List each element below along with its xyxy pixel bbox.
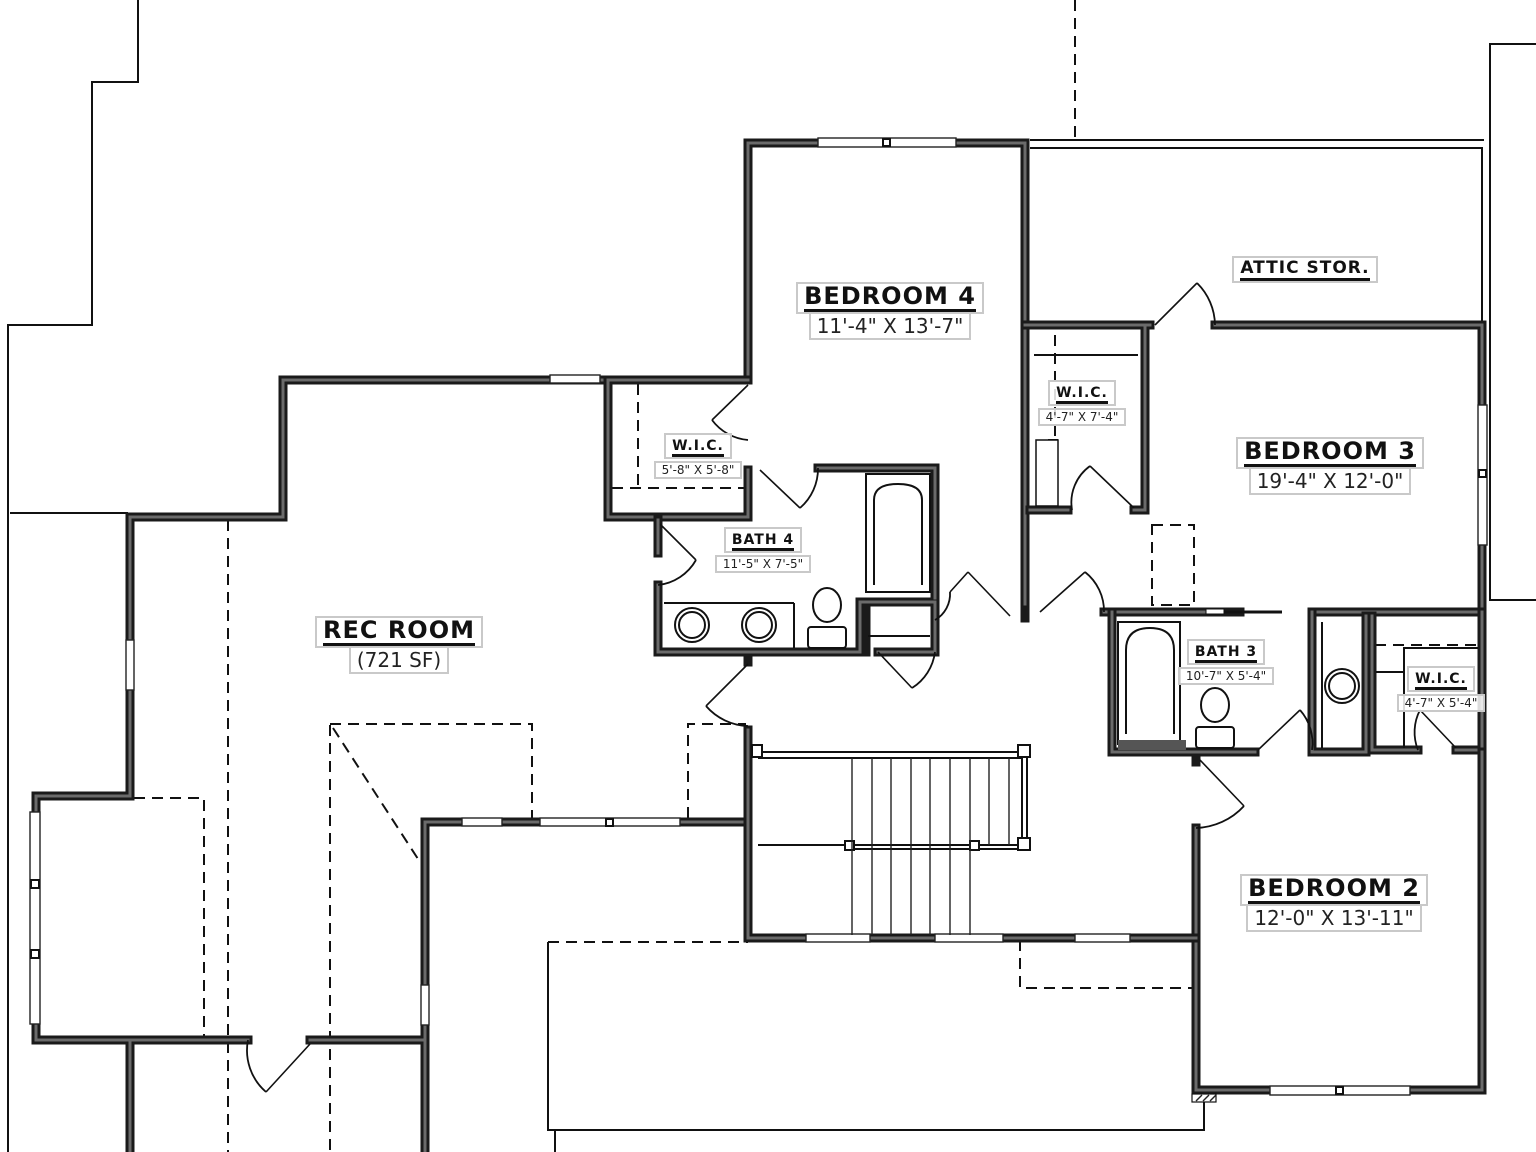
wic-3-shelving	[1034, 354, 1138, 507]
laundry-and-wic-2	[1321, 622, 1478, 748]
room-name: BEDROOM 2	[1248, 875, 1420, 905]
room-name: W.I.C.	[672, 439, 724, 457]
room-dimensions: 12'-0" X 13'-11"	[1246, 904, 1422, 933]
staircase	[751, 744, 1031, 935]
room-label-wic-bedroom-2: W.I.C. 4'-7" X 5'-4"	[1394, 666, 1488, 712]
room-dimensions: 19'-4" X 12'-0"	[1248, 467, 1412, 496]
room-name: ATTIC STOR.	[1240, 259, 1370, 281]
room-name: BEDROOM 4	[804, 283, 976, 313]
room-label-bedroom-4: BEDROOM 4 11'-4" X 13'-7"	[780, 282, 1000, 341]
room-label-attic-storage: ATTIC STOR.	[1220, 256, 1390, 283]
room-label-wic-bedroom-4: W.I.C. 5'-8" X 5'-8"	[640, 433, 756, 479]
room-dimensions: 11'-5" X 7'-5"	[714, 554, 812, 573]
room-area: (721 SF)	[348, 646, 450, 675]
room-label-bedroom-2: BEDROOM 2 12'-0" X 13'-11"	[1224, 874, 1444, 933]
room-dimensions: 11'-4" X 13'-7"	[808, 312, 972, 341]
stair-treads	[851, 758, 1010, 935]
roof-outline	[7, 0, 1536, 1152]
room-name: REC ROOM	[322, 617, 475, 647]
doors	[246, 282, 1457, 1093]
room-label-rec-room: REC ROOM (721 SF)	[296, 616, 502, 675]
room-dimensions: 4'-7" X 7'-4"	[1037, 407, 1127, 426]
room-name: BATH 3	[1194, 645, 1258, 663]
room-label-wic-bedroom-3: W.I.C. 4'-7" X 7'-4"	[1026, 380, 1138, 426]
dashed-overhead-lines	[134, 0, 1478, 1152]
room-label-bedroom-3: BEDROOM 3 19'-4" X 12'-0"	[1222, 437, 1438, 496]
room-dimensions: 4'-7" X 5'-4"	[1396, 693, 1486, 712]
bath-4-fixtures	[664, 473, 931, 649]
room-name: BATH 4	[731, 533, 795, 551]
room-dimensions: 10'-7" X 5'-4"	[1177, 666, 1275, 685]
room-label-bath-3: BATH 3 10'-7" X 5'-4"	[1164, 639, 1288, 685]
room-name: BEDROOM 3	[1244, 438, 1416, 468]
room-label-bath-4: BATH 4 11'-5" X 7'-5"	[704, 527, 822, 573]
windows	[29, 137, 1488, 1103]
room-dimensions: 5'-8" X 5'-8"	[653, 460, 743, 479]
room-name: W.I.C.	[1415, 672, 1467, 690]
room-name: W.I.C.	[1056, 386, 1108, 404]
